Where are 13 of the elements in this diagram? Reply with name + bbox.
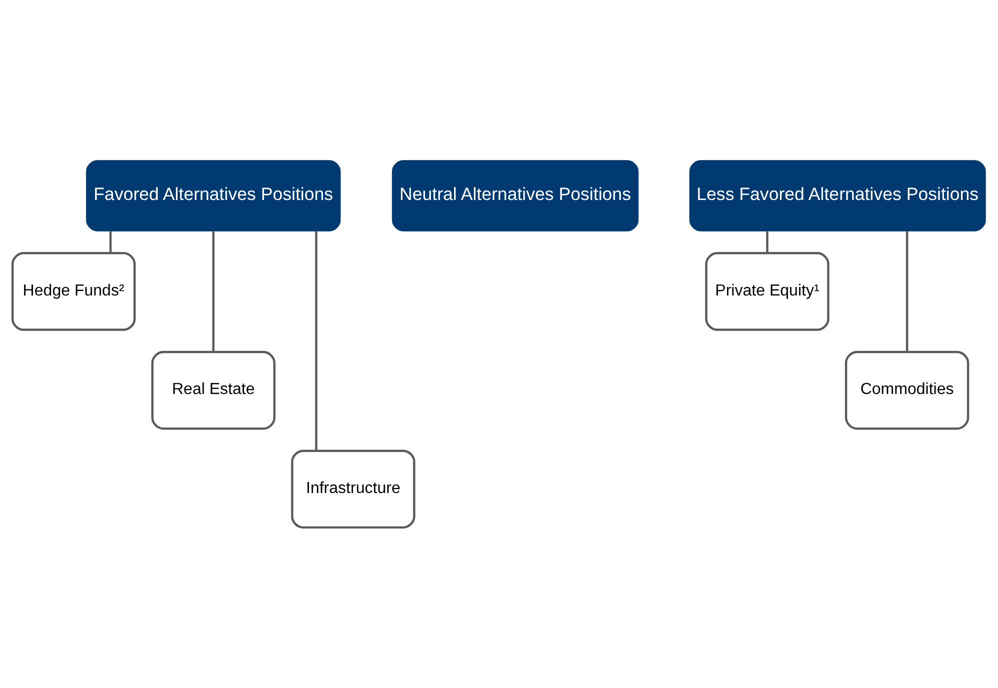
node-box: Neutral Alternatives Positions: [392, 160, 639, 232]
node-box: Commodities: [844, 350, 970, 430]
connector: [906, 230, 908, 352]
node-box: Real Estate: [151, 350, 276, 430]
connector: [315, 231, 318, 451]
node-box: Private Equity¹: [705, 252, 830, 331]
node-box: Favored Alternatives Positions: [86, 160, 341, 232]
connector: [766, 231, 768, 254]
node-box: Hedge Funds²: [11, 252, 136, 331]
connector: [109, 231, 112, 254]
connector: [212, 230, 214, 352]
node-box: Infrastructure: [291, 450, 416, 529]
node-box: Less Favored Alternatives Positions: [689, 160, 986, 232]
